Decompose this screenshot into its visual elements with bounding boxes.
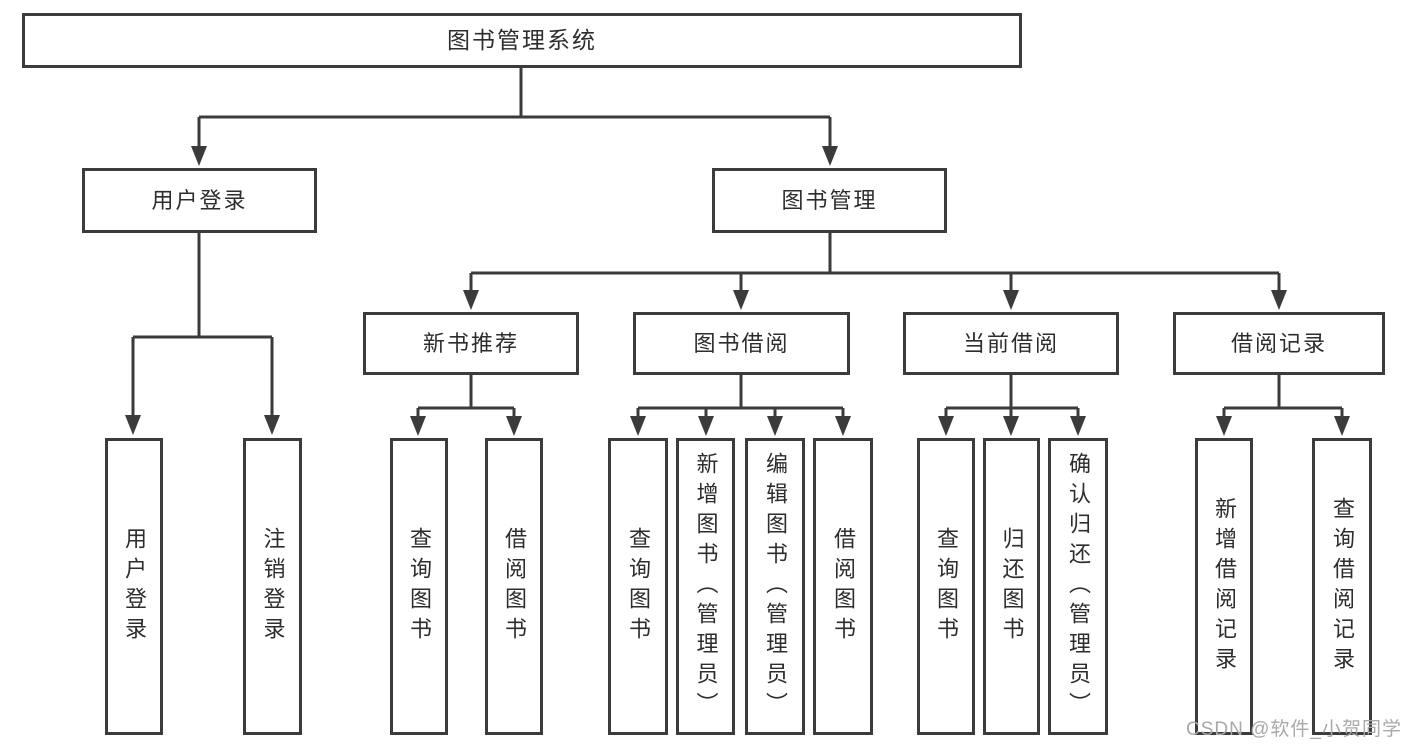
connector-borrow-records-to-children (1216, 373, 1350, 436)
node-borrow-records: 借阅记录 (1173, 312, 1385, 375)
leaf-borrow-books: 借阅图书 (813, 438, 873, 735)
connector-current-borrow-to-children (938, 373, 1086, 436)
connector-book-borrow-to-children (630, 373, 851, 436)
leaf-confirm-return-admin: 确认归还（管理员） (1048, 438, 1108, 735)
node-user-login: 用户登录 (82, 168, 317, 233)
node-book-borrow: 图书借阅 (633, 312, 850, 375)
node-book-management: 图书管理 (712, 168, 947, 233)
leaf-return-books: 归还图书 (983, 438, 1040, 735)
connector-book-management-to-level3 (463, 233, 1287, 310)
connector-new-book-recommend-to-children (410, 373, 522, 436)
connector-root-to-level2 (191, 68, 838, 166)
connector-user-login-to-children (125, 233, 280, 435)
leaf-query-books-recommend: 查询图书 (390, 438, 448, 735)
leaf-add-borrow-record: 新增借阅记录 (1195, 438, 1253, 735)
leaf-query-books-current: 查询图书 (917, 438, 975, 735)
node-library-system: 图书管理系统 (22, 13, 1022, 68)
leaf-add-books-admin: 新增图书（管理员） (676, 438, 735, 735)
leaf-edit-books-admin: 编辑图书（管理员） (745, 438, 805, 735)
leaf-query-borrow-record: 查询借阅记录 (1312, 438, 1372, 735)
leaf-borrow-books-recommend: 借阅图书 (485, 438, 543, 735)
node-new-book-recommend: 新书推荐 (363, 312, 579, 375)
csdn-watermark: CSDN @软件_小贺同学 (1186, 719, 1402, 740)
leaf-logout: 注销登录 (243, 438, 302, 735)
node-current-borrow: 当前借阅 (903, 312, 1119, 375)
leaf-query-books-borrow: 查询图书 (608, 438, 668, 735)
leaf-user-login: 用户登录 (105, 438, 163, 735)
